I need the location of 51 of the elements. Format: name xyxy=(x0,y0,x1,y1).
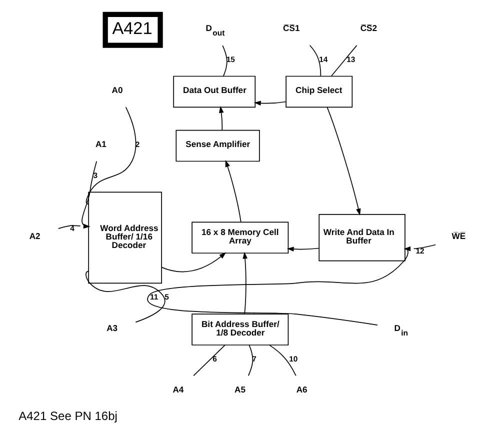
node-text: A2 xyxy=(29,230,40,241)
caption: A421 See PN 16bj xyxy=(18,408,118,423)
edge-label: 2 xyxy=(135,140,140,149)
edge-label: 11 xyxy=(150,292,158,302)
node-box: Sense Amplifier xyxy=(176,130,260,162)
node-text: C̅S̅1 xyxy=(283,23,300,34)
node-text: A3 xyxy=(106,322,118,333)
arrow xyxy=(225,160,242,222)
diagram-title: A421 xyxy=(112,18,152,38)
edge-label: 15 xyxy=(226,54,235,64)
node-text: A0 xyxy=(112,84,123,95)
edge-label: 4 xyxy=(70,224,74,233)
connector xyxy=(248,344,254,376)
node-text: A4 xyxy=(172,384,184,395)
arrow xyxy=(286,246,320,252)
node-box: Word Address Buffer/ 1/16 Decoder xyxy=(88,192,162,284)
arrow xyxy=(218,106,224,130)
edge-label: 12 xyxy=(416,246,424,256)
connector xyxy=(147,248,408,326)
arrow xyxy=(254,100,286,106)
node-box: Data Out Buffer xyxy=(173,76,256,108)
edge-label: 3 xyxy=(93,170,98,180)
node-text: D$_{out}$ xyxy=(206,23,225,38)
arrow xyxy=(161,252,226,272)
connector xyxy=(222,45,228,76)
arrow xyxy=(242,252,248,314)
node-box: Bit Address Buffer/ 1/8 Decoder xyxy=(192,314,289,346)
node-text: D$_{in}$ xyxy=(394,322,408,338)
node-text: A6 xyxy=(296,384,308,395)
node-text: W̅E̅ xyxy=(452,230,466,241)
edge-label: 6 xyxy=(212,354,217,364)
node-box: Chip Select xyxy=(286,76,353,108)
edge-label: 10 xyxy=(289,354,298,364)
connector xyxy=(86,270,166,323)
connector xyxy=(413,244,436,250)
connector xyxy=(193,344,226,376)
edge-label: 13 xyxy=(346,54,356,64)
node-text: C̅S̅2 xyxy=(360,23,378,34)
node-box: 16 x 8 Memory Cell Array xyxy=(192,222,289,254)
node-box: Write And Data In Buffer xyxy=(318,214,406,262)
edge-label: 14 xyxy=(319,54,328,64)
connector xyxy=(309,44,322,76)
connector xyxy=(82,160,98,227)
connector xyxy=(331,45,358,76)
node-text: A5 xyxy=(234,384,246,395)
connector xyxy=(268,344,296,376)
arrow xyxy=(326,107,361,216)
edge-label: 5 xyxy=(164,292,169,302)
connector xyxy=(58,225,81,229)
connector xyxy=(86,106,136,205)
node-text: A1 xyxy=(95,139,106,150)
